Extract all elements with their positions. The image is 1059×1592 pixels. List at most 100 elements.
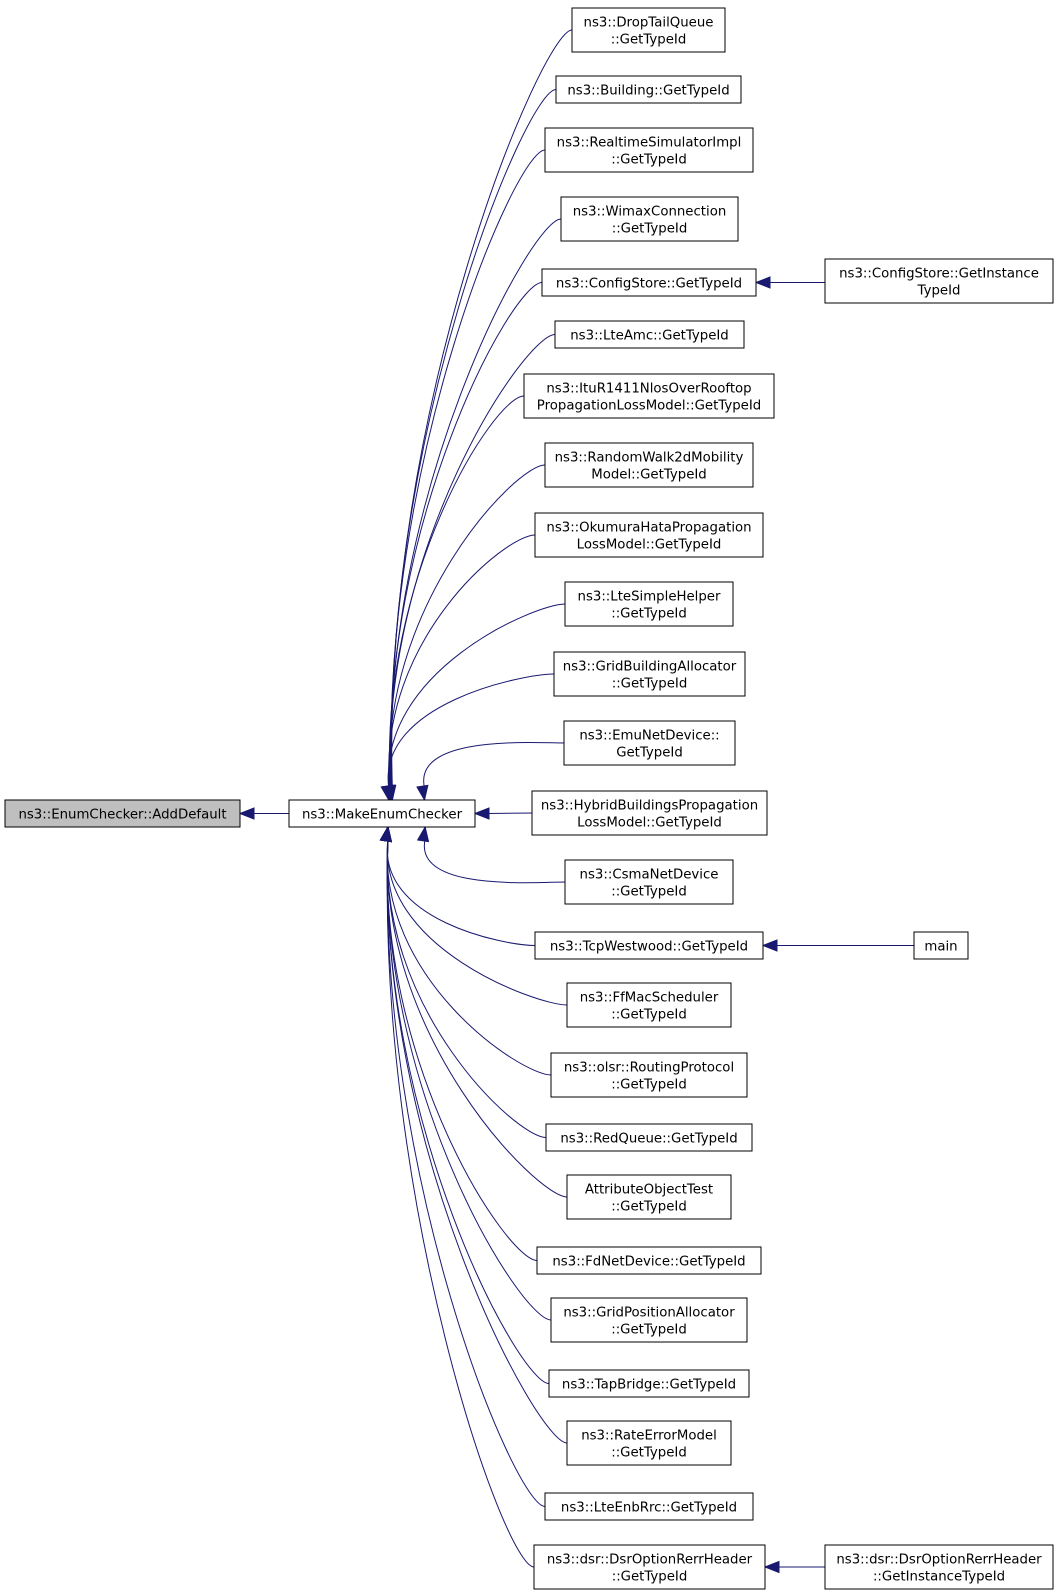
edge-arrow-second-1: [761, 939, 778, 952]
node-box: [533, 1544, 766, 1590]
node-label: ns3::MakeEnumChecker: [302, 808, 463, 823]
node-label: GetTypeId: [616, 746, 683, 761]
edge-caller-18: [386, 838, 568, 1198]
edge-caller-7: [388, 464, 546, 789]
node-box: [544, 442, 754, 488]
node-label: ns3::GridPositionAllocator: [563, 1306, 735, 1321]
node-box: [548, 1369, 750, 1398]
node-caller-ns3-randomwalk2dmobilitymodel-gettypeid[interactable]: ns3::RandomWalk2dMobilityModel::GetTypeI…: [544, 442, 754, 488]
node-caller-ns3-wimaxconnection-gettypeid[interactable]: ns3::WimaxConnection::GetTypeId: [560, 196, 739, 242]
node-label: ::GetTypeId: [611, 1446, 687, 1461]
edge-caller-5: [389, 334, 556, 789]
node-second-main[interactable]: main: [913, 931, 969, 960]
node-caller-ns3-emunetdevice-gettypeid[interactable]: ns3::EmuNetDevice::GetTypeId: [563, 720, 736, 766]
node-caller-ns3-gridpositionallocator-gettypeid[interactable]: ns3::GridPositionAllocator::GetTypeId: [550, 1297, 748, 1343]
node-caller-ns3-droptailqueue-gettypeid[interactable]: ns3::DropTailQueue::GetTypeId: [571, 7, 726, 53]
node-label: main: [924, 940, 957, 955]
node-caller-ns3-building-gettypeid[interactable]: ns3::Building::GetTypeId: [555, 75, 742, 104]
node-box: [555, 75, 742, 104]
node-box: [564, 581, 734, 627]
node-box: [541, 268, 757, 297]
node-caller-ns3-lteamc-gettypeid[interactable]: ns3::LteAmc::GetTypeId: [554, 320, 745, 349]
edge-arrow-second-0: [754, 276, 771, 289]
node-label: ns3::HybridBuildingsPropagation: [541, 799, 758, 814]
edge-arrow-root: [238, 807, 255, 820]
node-caller-ns3-fdnetdevice-gettypeid[interactable]: ns3::FdNetDevice::GetTypeId: [536, 1246, 762, 1275]
node-caller-ns3-dsr-dsroptionrerrheader-gettypeid[interactable]: ns3::dsr::DsrOptionRerrHeader::GetTypeId: [533, 1544, 766, 1590]
node-root-ns3-enumchecker-adddefault[interactable]: ns3::EnumChecker::AddDefault: [4, 799, 241, 828]
edge-caller-19: [386, 838, 538, 1261]
node-caller-ns3-rateerrormodel-gettypeid[interactable]: ns3::RateErrorModel::GetTypeId: [566, 1420, 732, 1466]
graph-edges: [238, 29, 914, 1574]
node-label: ns3::FfMacScheduler: [580, 991, 719, 1006]
node-label: LossModel::GetTypeId: [577, 538, 722, 553]
node-caller-ns3-gridbuildingallocator-gettypeid[interactable]: ns3::GridBuildingAllocator::GetTypeId: [553, 651, 746, 697]
node-label: ns3::EnumChecker::AddDefault: [18, 808, 226, 823]
node-label: ::GetTypeId: [611, 153, 687, 168]
node-caller-ns3-tapbridge-gettypeid[interactable]: ns3::TapBridge::GetTypeId: [548, 1369, 750, 1398]
node-label: ::GetTypeId: [611, 1200, 687, 1215]
node-label: ns3::GridBuildingAllocator: [563, 660, 737, 675]
node-caller-ns3-lteenbrrc-gettypeid[interactable]: ns3::LteEnbRrc::GetTypeId: [544, 1492, 754, 1521]
edge-caller-8: [388, 534, 536, 789]
node-caller-ns3-okumurahatapropagationlossmodel-gettypeid[interactable]: ns3::OkumuraHataPropagationLossModel::Ge…: [534, 512, 764, 558]
node-label: ns3::WimaxConnection: [573, 205, 727, 220]
node-label: ::GetTypeId: [612, 222, 688, 237]
node-box: [544, 1492, 754, 1521]
node-box: [560, 196, 739, 242]
node-caller-ns3-ffmacscheduler-gettypeid[interactable]: ns3::FfMacScheduler::GetTypeId: [566, 982, 732, 1028]
node-caller-ns3-hybridbuildingspropagationlossmodel-gettypeid[interactable]: ns3::HybridBuildingsPropagationLossModel…: [531, 790, 768, 836]
node-caller-ns3-configstore-gettypeid[interactable]: ns3::ConfigStore::GetTypeId: [541, 268, 757, 297]
node-label: ns3::DropTailQueue: [584, 16, 714, 31]
edge-caller-14: [386, 838, 536, 946]
node-label: ::GetTypeId: [612, 1570, 688, 1585]
node-caller-ns3-realtimesimulatorimpl-gettypeid[interactable]: ns3::RealtimeSimulatorImpl::GetTypeId: [544, 127, 754, 173]
node-caller-ns3-redqueue-gettypeid[interactable]: ns3::RedQueue::GetTypeId: [545, 1123, 753, 1152]
node-box: [550, 1052, 748, 1098]
node-box: [536, 1246, 762, 1275]
node-box: [534, 512, 764, 558]
node-second-ns3-configstore-getinstancetypeid[interactable]: ns3::ConfigStore::GetInstanceTypeId: [824, 258, 1054, 304]
node-box: [566, 982, 732, 1028]
graph-nodes: ns3::EnumChecker::AddDefault ns3::MakeEnu…: [4, 7, 1054, 1590]
node-box: [566, 1174, 732, 1220]
node-caller-ns3-tcpwestwood-gettypeid[interactable]: ns3::TcpWestwood::GetTypeId: [534, 931, 764, 960]
node-label: ns3::EmuNetDevice::: [579, 729, 719, 744]
node-box: [4, 799, 241, 828]
edge-caller-22: [386, 838, 568, 1444]
node-caller-ns3-ltesimplehelper-gettypeid[interactable]: ns3::LteSimpleHelper::GetTypeId: [564, 581, 734, 627]
node-box: [545, 1123, 753, 1152]
node-caller-ns3-csmanetdevice-gettypeid[interactable]: ns3::CsmaNetDevice::GetTypeId: [564, 859, 734, 905]
node-box: [913, 931, 969, 960]
node-box: [544, 127, 754, 173]
node-label: ns3::ItuR1411NlosOverRooftop: [546, 382, 751, 397]
edge-caller-24: [386, 838, 535, 1568]
node-label: ns3::TcpWestwood::GetTypeId: [550, 940, 748, 955]
edge-caller-2: [390, 149, 546, 789]
node-label: ::GetTypeId: [611, 1008, 687, 1023]
node-caller-attributeobjecttest-gettypeid[interactable]: AttributeObjectTest::GetTypeId: [566, 1174, 732, 1220]
node-label: ns3::RedQueue::GetTypeId: [560, 1132, 737, 1147]
node-label: ns3::FdNetDevice::GetTypeId: [552, 1255, 745, 1270]
node-center-ns3-makeenumchecker[interactable]: ns3::MakeEnumChecker: [288, 799, 476, 828]
edge-arrow-caller-24: [379, 825, 393, 843]
edge-arrow-caller-13: [416, 825, 430, 843]
edge-caller-13: [423, 838, 566, 884]
node-caller-ns3-itur1411nlosoverrooftoppropagationlossmodel-gettypeid[interactable]: ns3::ItuR1411NlosOverRooftopPropagationL…: [523, 373, 775, 419]
edge-caller-3: [390, 218, 562, 789]
node-label: ::GetTypeId: [611, 1078, 687, 1093]
node-label: TypeId: [917, 284, 961, 299]
edge-caller-11: [423, 742, 565, 789]
node-label: ns3::olsr::RoutingProtocol: [564, 1061, 734, 1076]
node-box: [534, 931, 764, 960]
node-second-ns3-dsr-dsroptionrerrheader-getinstancetypeid[interactable]: ns3::dsr::DsrOptionRerrHeader::GetInstan…: [824, 1544, 1054, 1590]
node-box: [563, 720, 736, 766]
node-label: ::GetTypeId: [611, 607, 687, 622]
edge-caller-20: [386, 838, 552, 1321]
node-box: [550, 1297, 748, 1343]
node-label: ns3::LteEnbRrc::GetTypeId: [561, 1501, 737, 1516]
node-caller-ns3-olsr-routingprotocol-gettypeid[interactable]: ns3::olsr::RoutingProtocol::GetTypeId: [550, 1052, 748, 1098]
node-box: [824, 1544, 1054, 1590]
node-box: [564, 859, 734, 905]
edge-caller-17: [386, 838, 547, 1138]
